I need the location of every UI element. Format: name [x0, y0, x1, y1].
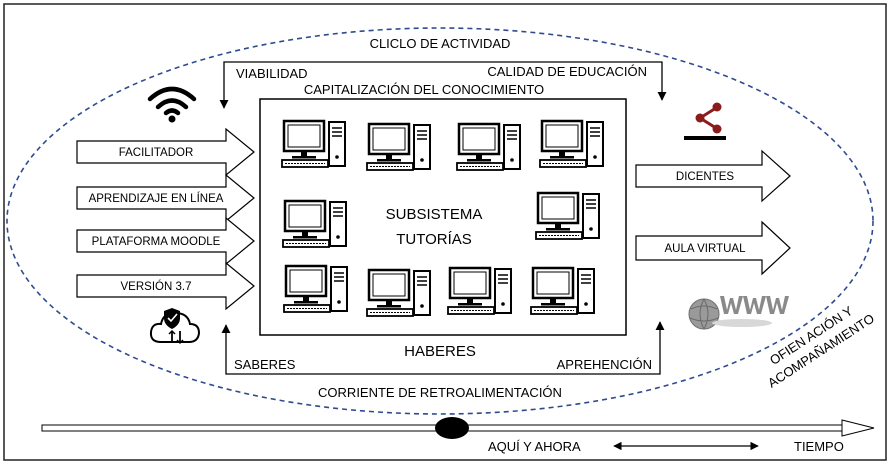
capitalization-label: CAPITALIZACIÓN DEL CONOCIMIENTO [304, 82, 544, 97]
computer-icon [455, 122, 522, 172]
www-globe-icon [688, 296, 789, 330]
activity-cycle-ellipse [6, 27, 874, 415]
bottom-loop-line [221, 321, 665, 375]
computer-icon [282, 264, 349, 314]
outer-frame [3, 3, 887, 461]
timeline: AQUÍ Y AHORA TIEMPO [41, 417, 875, 454]
cloud-shield-icon [149, 308, 201, 345]
top-loop-line [219, 61, 667, 109]
wifi-icon [147, 86, 197, 123]
input-arrow-label: VERSIÓN 3.7 [121, 280, 192, 293]
input-arrow-label: FACILITADOR [119, 147, 194, 159]
aprehension-label: APREHENCIÓN [557, 357, 652, 372]
subsystem-title-line2: TUTORÍAS [396, 231, 472, 248]
cycle-title: CLICLO DE ACTIVIDAD [370, 36, 511, 51]
output-arrow: AULA VIRTUAL [635, 220, 791, 276]
computer-icon [281, 199, 348, 249]
output-arrow-label: DICENTES [676, 171, 734, 183]
computer-icon [534, 191, 601, 241]
computer-icon [365, 268, 432, 318]
computer-icon [529, 266, 596, 316]
subsystem-title-line1: SUBSISTEMA [386, 206, 483, 223]
input-arrow: APRENDIZAJE EN LÍNEA [76, 173, 255, 223]
timeline-right-label: TIEMPO [794, 439, 844, 454]
input-arrow-label: APRENDIZAJE EN LÍNEA [89, 192, 224, 205]
computer-icon [538, 119, 605, 169]
haberes-label: HABERES [404, 343, 476, 360]
input-arrow: FACILITADOR [76, 127, 255, 177]
timeline-left-label: AQUÍ Y AHORA [488, 439, 581, 454]
output-arrow: DICENTES [635, 149, 791, 203]
input-arrow: PLATAFORMA MOODLE [76, 216, 255, 266]
computer-icon [446, 266, 513, 316]
computer-icon [365, 122, 432, 172]
computer-icon [280, 119, 347, 169]
input-arrow-label: PLATAFORMA MOODLE [92, 236, 221, 248]
feedback-label: CORRIENTE DE RETROALIMENTACIÓN [318, 385, 562, 400]
output-arrow-label: AULA VIRTUAL [665, 243, 747, 255]
quality-label: CALIDAD DE EDUCACIÓN [487, 64, 647, 79]
input-arrow: VERSIÓN 3.7 [76, 261, 255, 311]
share-icon [684, 102, 726, 140]
viability-label: VIABILIDAD [236, 66, 308, 81]
present-marker [435, 417, 469, 439]
saberes-label: SABERES [234, 357, 296, 372]
